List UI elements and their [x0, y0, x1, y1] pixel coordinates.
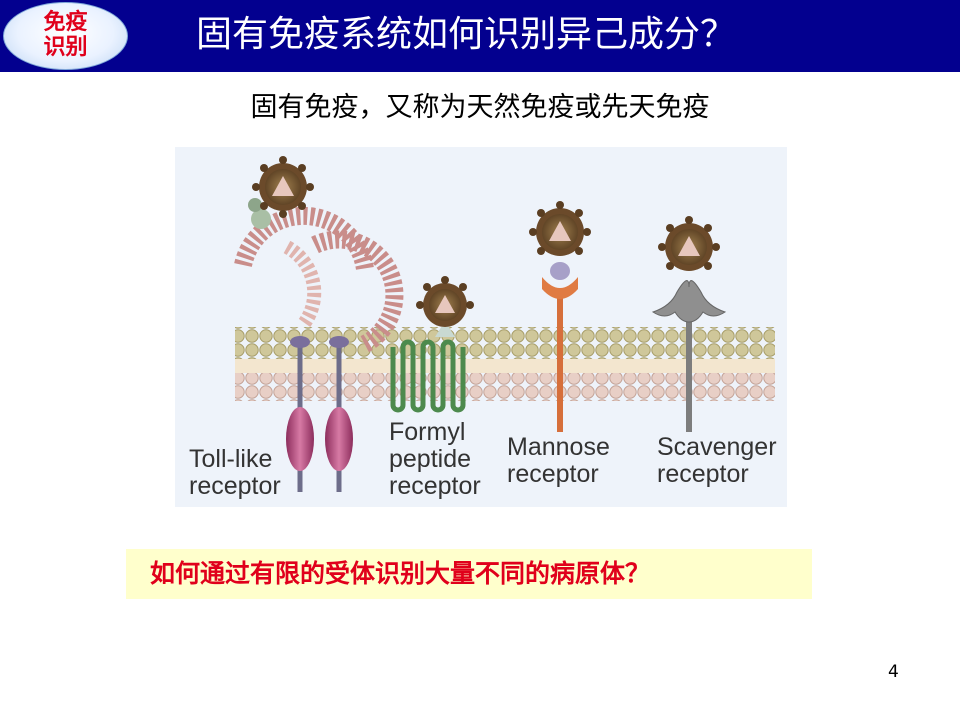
scavenger-label: Scavenger receptor — [657, 433, 777, 488]
formyl-peptide-receptor-shape — [390, 321, 466, 413]
mannose-receptor-shape — [542, 262, 578, 432]
scavenger-receptor-shape — [651, 280, 727, 432]
membrane-receptor-illustration — [234, 156, 775, 492]
title-bar: 免疫 识别 固有免疫系统如何识别异己成分？ — [0, 0, 960, 72]
receptor-figure: Toll-like receptor Formyl peptide recept… — [175, 147, 787, 507]
badge-label: 免疫 识别 — [43, 10, 88, 60]
question-text: 如何通过有限的受体识别大量不同的病原体？ — [150, 559, 651, 588]
slide-title: 固有免疫系统如何识别异己成分？ — [196, 14, 737, 55]
slide-subtitle: 固有免疫，又称为天然免疫或先天免疫 — [250, 92, 710, 123]
question-box: 如何通过有限的受体识别大量不同的病原体？ — [126, 549, 812, 599]
page-number: 4 — [888, 662, 899, 682]
toll-like-label: Toll-like receptor — [189, 445, 281, 500]
toll-like-receptor-shape — [234, 198, 404, 492]
lipid-bilayer — [235, 327, 775, 401]
topic-badge: 免疫 识别 — [3, 2, 128, 70]
mannose-label: Mannose receptor — [507, 433, 610, 488]
pathogen-icons — [252, 156, 720, 327]
formyl-peptide-label: Formyl peptide receptor — [389, 418, 481, 500]
